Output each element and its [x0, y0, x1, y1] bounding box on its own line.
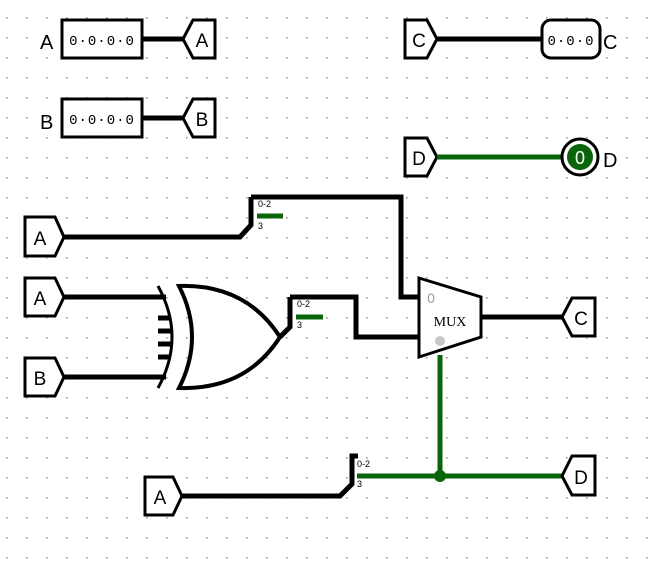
tunnel-shape	[23, 276, 66, 318]
tunnel-shape	[560, 296, 597, 338]
wire-splitter1-mux	[251, 194, 421, 300]
splitter-3[interactable]: 0-2 3	[357, 459, 370, 489]
output-label-d: D	[603, 150, 617, 172]
input-pin-b[interactable]: B 0·0·0·0	[40, 97, 144, 139]
tunnel-label: A	[34, 289, 47, 310]
output-pin-c[interactable]: 0·0·0 C	[540, 18, 617, 60]
mux-select-zero: 0	[427, 290, 435, 306]
tunnel-label: D	[412, 149, 426, 170]
splitter-2-bit: 3	[297, 320, 302, 330]
tunnel-shape	[181, 18, 217, 60]
splitter-3-range: 0-2	[357, 459, 370, 469]
tunnel-shape	[403, 18, 439, 60]
splitter-2-range: 0-2	[297, 299, 310, 309]
tunnel-label: D	[574, 468, 588, 489]
splitter-1-bit: 3	[258, 221, 263, 231]
tunnel-shape	[181, 97, 217, 139]
input-pin-a[interactable]: A 0·0·0·0	[40, 18, 144, 60]
splitter-3-bit: 3	[357, 479, 362, 489]
input-label-a: A	[40, 32, 54, 54]
tunnel-c-out[interactable]: C	[560, 296, 597, 338]
mux-body	[417, 275, 483, 360]
splitter-1-range: 0-2	[258, 199, 271, 209]
splitter-1[interactable]: 0-2 3	[251, 194, 421, 300]
tunnel-a-left-2[interactable]: A	[23, 276, 66, 318]
output-led-d	[567, 144, 593, 170]
xor-gate[interactable]	[156, 283, 283, 391]
wire-a3-splitter	[182, 453, 358, 499]
input-value-b: 0·0·0·0	[69, 113, 135, 129]
tunnel-a-top[interactable]: A	[181, 18, 217, 60]
xor-input-stubs	[158, 315, 171, 360]
tunnel-label: A	[34, 229, 47, 250]
output-pin-d[interactable]: 0 D	[560, 137, 617, 177]
xor-back-curve	[156, 285, 174, 389]
tunnel-b-left[interactable]: B	[23, 356, 66, 398]
tunnel-shape	[23, 356, 66, 398]
wire-junction-dot	[434, 470, 446, 482]
tunnel-label: B	[196, 110, 209, 131]
input-value-a: 0·0·0·0	[69, 34, 135, 50]
mux-select-dot	[435, 336, 445, 346]
tunnel-label: A	[154, 488, 167, 509]
wire-xor-splitter	[278, 297, 293, 339]
tunnel-d-out[interactable]: D	[560, 454, 597, 497]
multiplexer[interactable]: 0 MUX	[417, 275, 483, 360]
tunnel-c-source[interactable]: C	[403, 18, 439, 60]
tunnel-shape	[23, 215, 66, 258]
output-label-c: C	[603, 32, 617, 54]
background-grid	[6, 17, 648, 559]
tunnel-shape	[560, 454, 597, 497]
tunnel-label: A	[196, 31, 209, 52]
tunnel-b-top[interactable]: B	[181, 97, 217, 139]
tunnel-label: C	[574, 309, 588, 330]
xor-body	[175, 283, 283, 391]
output-value-d: 0	[575, 148, 585, 168]
output-value-c: 0·0·0	[547, 34, 594, 50]
output-register-c	[540, 18, 602, 60]
tunnel-label: B	[34, 369, 47, 390]
input-label-b: B	[40, 112, 53, 134]
wire-a1-splitter	[64, 197, 254, 240]
tunnel-label: C	[412, 31, 426, 52]
tunnel-a-left-1[interactable]: A	[23, 215, 66, 258]
tunnel-shape	[143, 475, 184, 517]
splitter-2[interactable]: 0-2 3	[290, 294, 421, 340]
tunnel-a-bottom[interactable]: A	[143, 475, 184, 517]
tunnel-d-source[interactable]: D	[403, 136, 439, 178]
wire-splitter2-mux	[290, 294, 421, 340]
tunnel-shape	[403, 136, 439, 178]
mux-label: MUX	[434, 315, 467, 330]
